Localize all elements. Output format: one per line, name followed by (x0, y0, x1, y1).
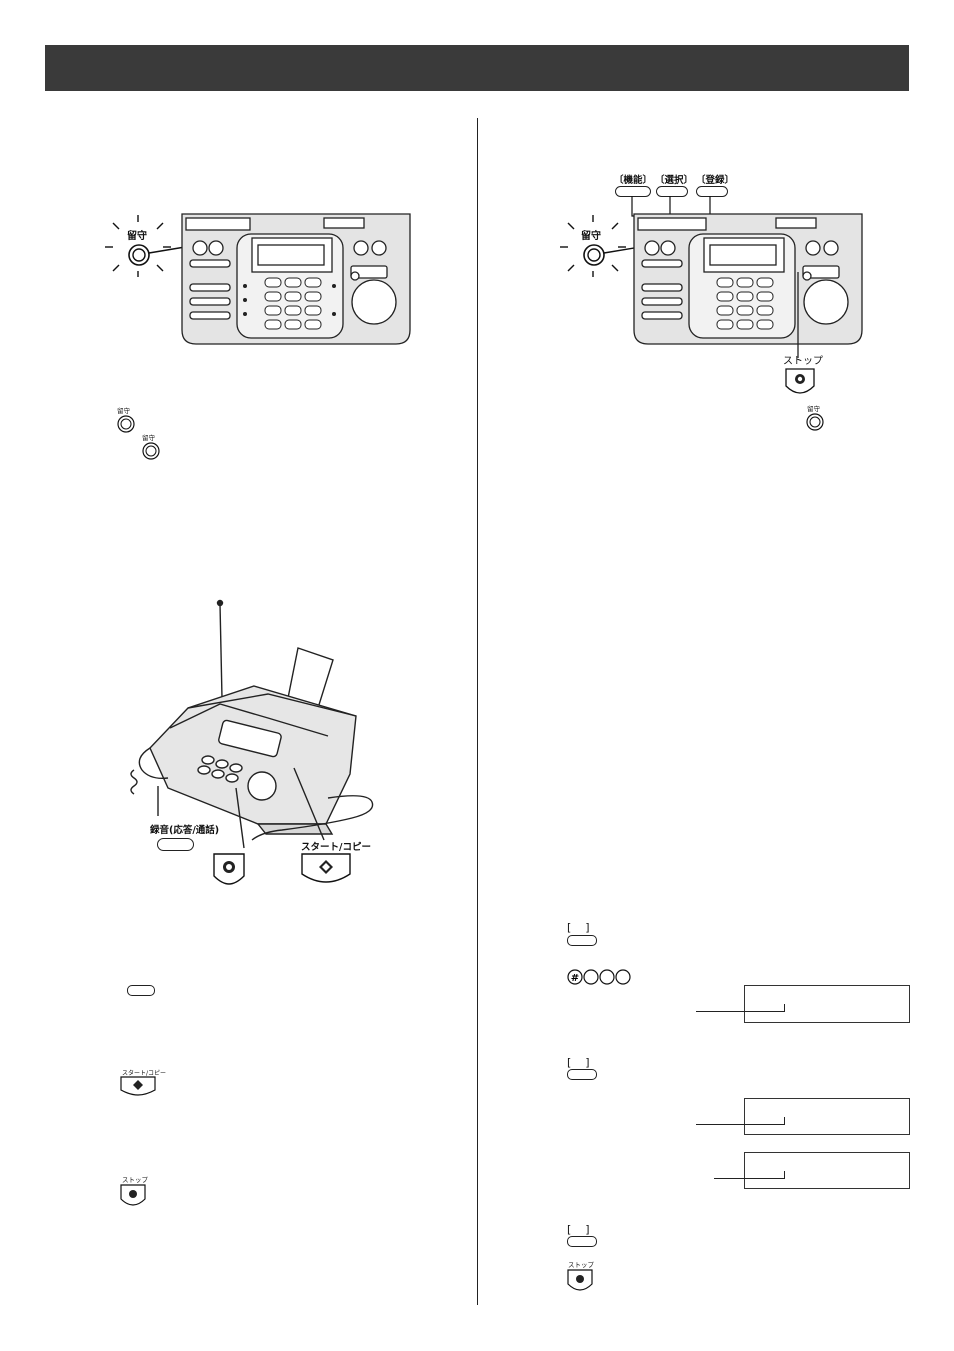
record-inline-icon (127, 985, 155, 996)
fax-machine-illustration (130, 599, 374, 849)
register-bracket-label: 〔登録〕 (696, 175, 735, 186)
display-leader-tick (784, 1171, 785, 1179)
control-panel-drawing (181, 213, 411, 345)
stop-inline-icon (120, 1184, 146, 1206)
small-rusu-label-1: 留守 (117, 407, 130, 415)
rusu-button-flash-icon (560, 215, 641, 277)
stop-button-icon (213, 853, 245, 885)
display-leader-tick (784, 1117, 785, 1125)
rusu-icon (117, 415, 135, 433)
start-copy-inline-label: スタート/コピー (122, 1070, 167, 1077)
register-button-icon (696, 186, 728, 197)
step-button-icon (567, 1069, 597, 1080)
rusu-label: 留守 (127, 231, 147, 242)
function-button-icon (615, 186, 651, 197)
record-button-icon (157, 838, 194, 851)
start-copy-button-icon (301, 853, 351, 883)
display-leader (714, 1178, 784, 1179)
display-leader-tick (784, 1004, 785, 1012)
column-divider (477, 118, 478, 1305)
select-bracket-label: 〔選択〕 (655, 175, 694, 186)
small-rusu-label-2: 留守 (142, 434, 155, 442)
display-box (744, 1098, 910, 1135)
svg-text:#: # (571, 973, 579, 984)
display-box (744, 985, 910, 1023)
rusu-label: 留守 (581, 231, 601, 242)
step-bracket: [ ] (567, 1056, 590, 1069)
keypad-sequence-icon: # (567, 969, 631, 985)
step-button-icon (567, 935, 597, 946)
stop-label: ストップ (783, 356, 823, 367)
stop-button-icon (785, 368, 815, 394)
rusu-icon (806, 413, 824, 431)
select-button-icon (656, 186, 688, 197)
header-bar (45, 45, 909, 91)
rusu-icon (142, 442, 160, 460)
stop-inline-label: ストップ (122, 1176, 148, 1184)
display-box (744, 1152, 910, 1189)
step-bracket: [ ] (567, 921, 590, 934)
display-leader (696, 1124, 784, 1125)
display-leader (696, 1011, 784, 1012)
function-bracket-label: 〔機能〕 (614, 175, 653, 186)
stop-inline-icon (567, 1269, 593, 1291)
rusu-button-flash-icon (105, 215, 186, 277)
start-copy-label: スタート/コピー (301, 842, 371, 853)
small-rusu-label: 留守 (807, 405, 820, 413)
control-panel-drawing (633, 213, 863, 358)
record-label: 録音(応答/通話) (150, 825, 220, 836)
start-copy-inline-icon (120, 1076, 156, 1096)
step-button-icon (567, 1236, 597, 1247)
step-bracket: [ ] (567, 1223, 590, 1236)
steps-stop-label: ストップ (568, 1261, 594, 1269)
